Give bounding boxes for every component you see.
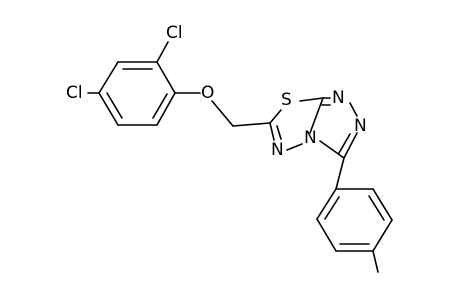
bond-n2-c3	[343, 132, 358, 159]
bond-c7a-n4	[309, 97, 324, 134]
bond-t1-t2	[316, 188, 337, 220]
thiadiazole-ring	[269, 97, 324, 151]
double-bond-c6-c1	[152, 93, 168, 119]
nitrogen-label-bridge: N	[304, 128, 317, 148]
bond-c4-c5	[98, 92, 119, 126]
bond-s-c7a	[299, 97, 324, 102]
double-bond-t5-t6	[368, 195, 385, 221]
bond-c3-n4	[319, 140, 345, 159]
bond-c5-s	[269, 109, 282, 124]
triazole-ring	[319, 97, 358, 159]
bond-c6-c1	[156, 92, 176, 126]
bond-n1-n2	[349, 102, 358, 117]
bond-c3-c4	[98, 61, 119, 94]
nitrogen-label-triazole-top: N	[332, 88, 345, 108]
double-bond-c4-c5	[106, 92, 123, 119]
chlorine-label-left: Cl	[66, 83, 83, 103]
bond-ch2-c5	[232, 122, 271, 127]
sulfur-label: S	[281, 90, 292, 110]
bond-t2-t3	[316, 218, 337, 252]
bond-c1-c2	[156, 61, 176, 94]
tolyl-ring	[316, 188, 393, 252]
bond-c2-cl	[156, 41, 169, 63]
double-bond-t1-t2	[324, 196, 340, 220]
oxygen-label: O	[201, 83, 214, 103]
bond-methyl	[372, 250, 379, 273]
double-bond-n2-c3	[338, 133, 351, 154]
bond-o-ch2	[211, 100, 234, 127]
double-bond-n3-c5	[276, 125, 282, 140]
bond-n3-c5	[269, 122, 275, 141]
nitrogen-label-triazole-right: N	[354, 116, 367, 136]
bond-t4-t5	[372, 219, 393, 252]
chlorine-label-top: Cl	[166, 23, 183, 43]
bond-n4-n3	[286, 143, 303, 151]
bond-c3-tolyl	[335, 157, 345, 190]
dichlorophenyl-ring	[98, 61, 176, 126]
bond-t5-t6	[372, 188, 393, 221]
nitrogen-label-thiadiazole: N	[271, 140, 284, 160]
